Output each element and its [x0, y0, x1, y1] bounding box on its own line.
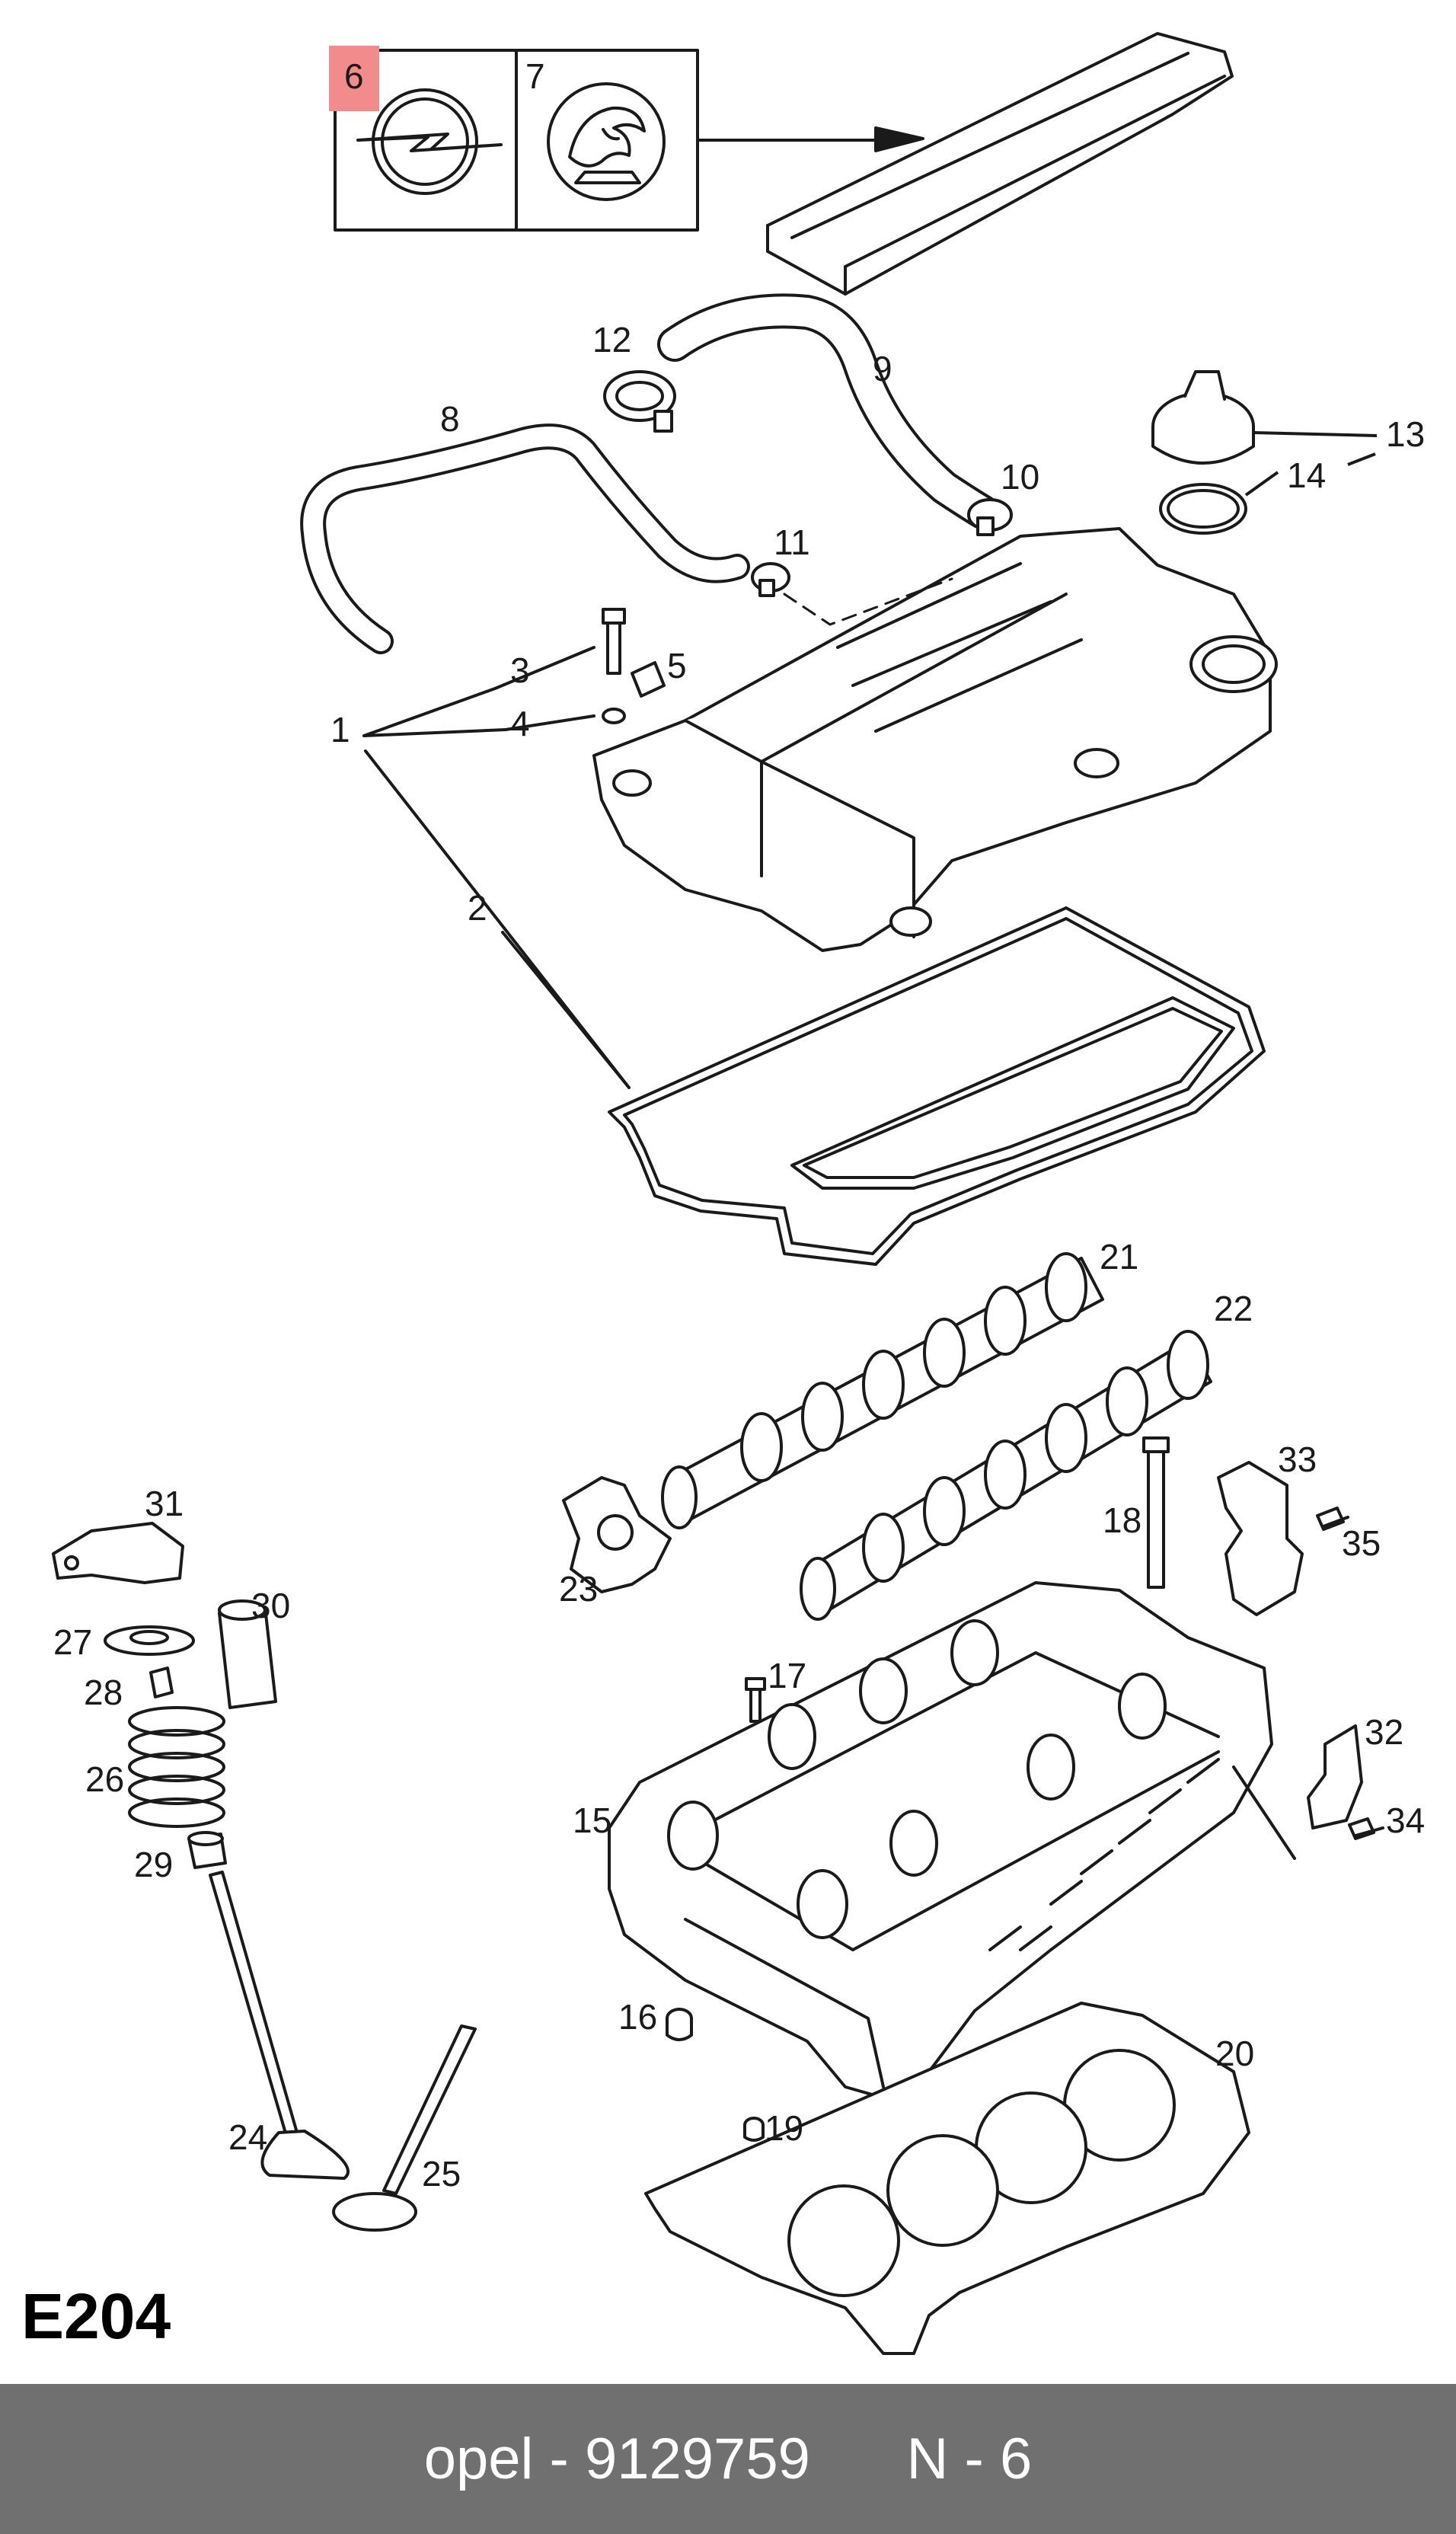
valve-stem-seal-29 [187, 1831, 227, 1869]
bracket-33 [1217, 1461, 1304, 1616]
intake-valve-24 [209, 1871, 350, 2180]
callout-19: 19 [765, 2108, 803, 2148]
callout-3: 3 [510, 650, 530, 690]
callout-31: 31 [145, 1484, 184, 1523]
callout-35: 35 [1342, 1523, 1381, 1563]
camshaft-22 [800, 1330, 1212, 1621]
callout-25: 25 [422, 2154, 461, 2194]
cylinder-head-15 [608, 1581, 1296, 2104]
callout-21: 21 [1100, 1237, 1138, 1277]
bolt-18 [1142, 1436, 1170, 1589]
sensor-wheel-23 [562, 1476, 672, 1593]
oil-cap-seal-14 [1159, 483, 1247, 535]
footer-part-number: opel - 9129759 N - 6 [423, 2427, 1033, 2491]
callout-20: 20 [1215, 2034, 1254, 2073]
bolt-34 [1348, 1817, 1384, 1840]
callout-15: 15 [573, 1801, 611, 1840]
callout-4: 4 [510, 704, 530, 743]
callout-26: 26 [85, 1759, 124, 1799]
diagram-code: E204 [21, 2280, 171, 2352]
bracket-32 [1307, 1724, 1363, 1829]
clamp-10 [967, 498, 1013, 536]
callout-12: 12 [592, 320, 631, 359]
clamp-12 [603, 370, 676, 433]
callout-34: 34 [1386, 1801, 1425, 1840]
footer-bar: opel - 9129759 N - 6 [0, 2384, 1456, 2534]
valve-spring-26 [128, 1706, 225, 1828]
part-6-highlight [329, 46, 379, 111]
callout-14: 14 [1287, 455, 1326, 495]
callout-27: 27 [53, 1622, 92, 1662]
breather-hose-9 [657, 293, 1000, 529]
callout-33: 33 [1278, 1440, 1317, 1479]
rocker-arm-31 [52, 1522, 184, 1584]
callout-30: 30 [251, 1586, 290, 1625]
callout-2: 2 [468, 888, 487, 928]
opel-logo-icon [356, 88, 503, 195]
callout-28: 28 [84, 1673, 123, 1712]
plug-16 [666, 2008, 693, 2041]
nut-19 [743, 2117, 765, 2142]
callout-10: 10 [1001, 457, 1039, 497]
valve-key-28 [149, 1666, 174, 1698]
callout-18: 18 [1103, 1500, 1141, 1540]
callout-9: 9 [873, 349, 892, 388]
bolt-17 [745, 1677, 766, 1723]
exhaust-valve-25 [332, 2024, 477, 2232]
hydraulic-lifter-30 [218, 1599, 277, 1709]
oil-filler-cap-13 [1151, 370, 1255, 465]
callout-22: 22 [1214, 1289, 1253, 1328]
cover-gasket-2 [608, 906, 1266, 1266]
callout-16: 16 [618, 1997, 657, 2037]
callout-32: 32 [1365, 1712, 1403, 1752]
logo-panel [329, 46, 924, 232]
bolt-35 [1316, 1507, 1349, 1531]
callout-13: 13 [1386, 414, 1425, 454]
callout-11: 11 [774, 522, 810, 562]
callout-17: 17 [768, 1656, 806, 1695]
cylinder-head-cover [592, 527, 1278, 952]
engine-parts-diagram: 1 2 3 4 5 6 7 8 9 10 11 12 13 14 15 16 1… [21, 32, 1425, 2355]
callout-29: 29 [134, 1845, 173, 1884]
callout-23: 23 [559, 1569, 598, 1609]
callout-6: 6 [344, 56, 364, 96]
clip-5 [631, 661, 666, 698]
clamp-11 [751, 562, 790, 597]
spring-retainer-27 [104, 1625, 195, 1656]
callout-7: 7 [525, 56, 545, 96]
vauxhall-griffin-icon [547, 82, 666, 201]
callout-1: 1 [330, 710, 350, 749]
seal-4 [602, 708, 626, 724]
callout-8: 8 [440, 399, 460, 439]
callout-5: 5 [667, 646, 687, 685]
bolt-3 [602, 608, 626, 675]
head-gasket-20 [644, 2002, 1250, 2355]
breather-hose-8 [300, 423, 750, 654]
camshaft-21 [661, 1252, 1104, 1529]
callout-24: 24 [228, 2117, 267, 2157]
engine-top-cover [766, 32, 1234, 296]
